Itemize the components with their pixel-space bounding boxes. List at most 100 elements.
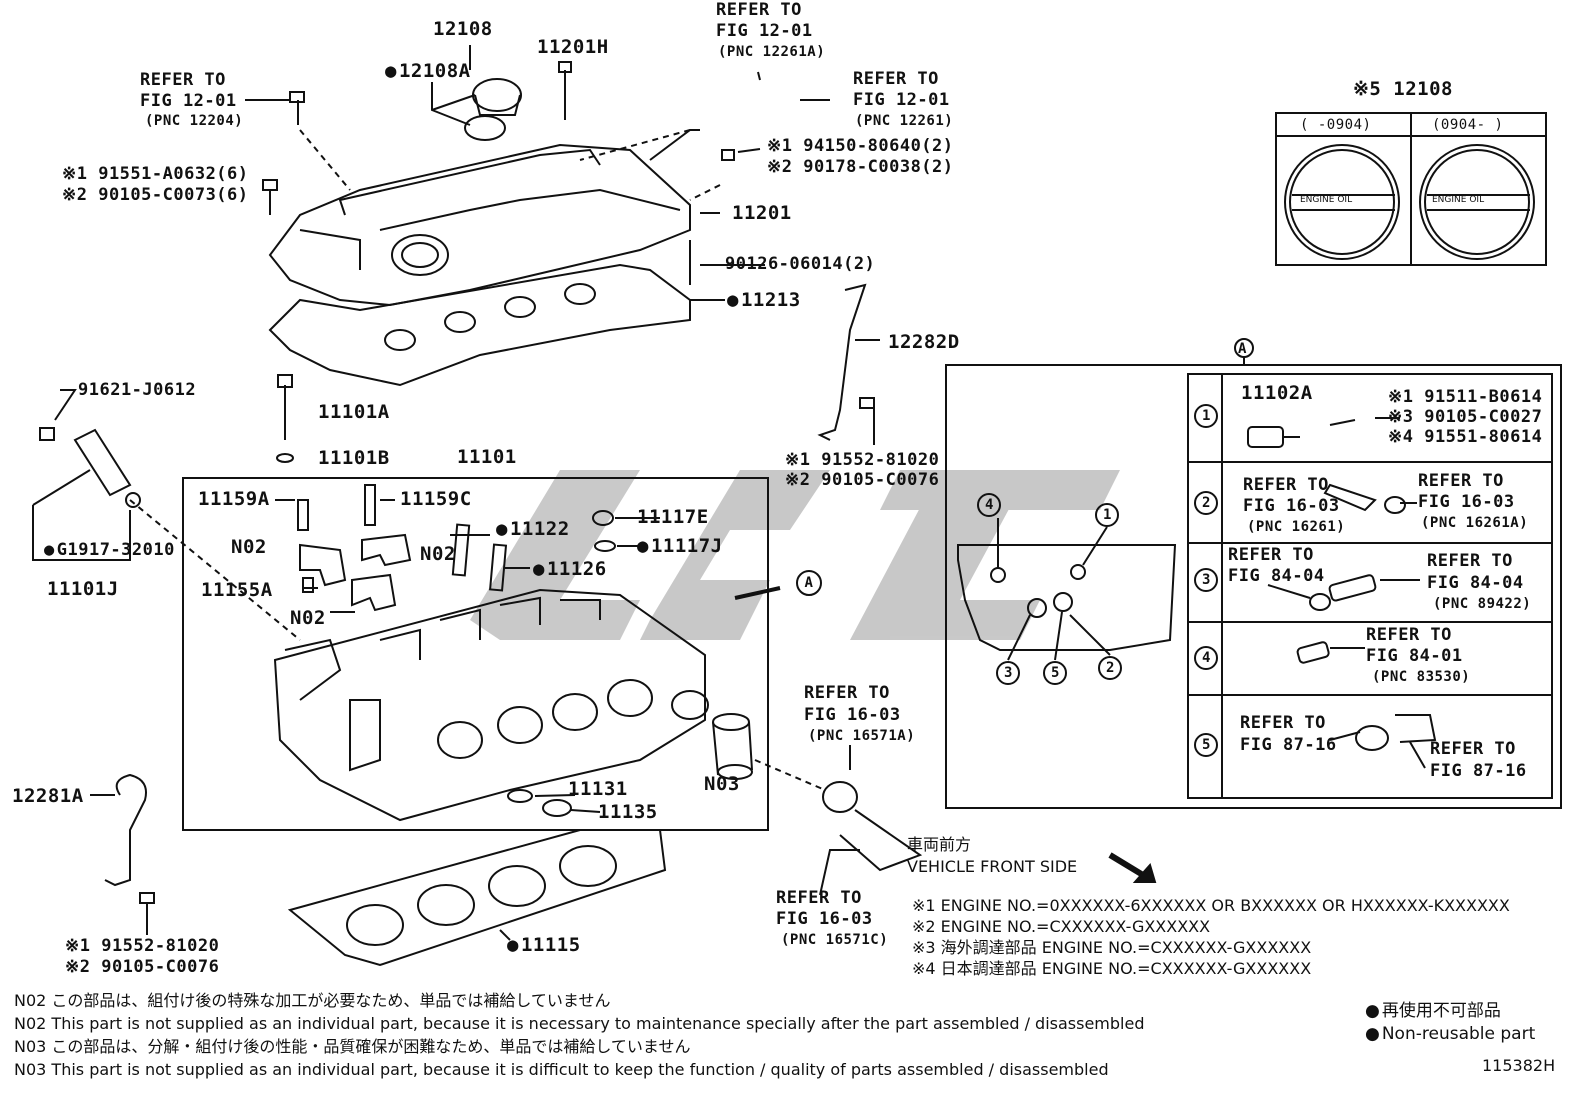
part-11213-label: 11213 (727, 291, 801, 310)
bracket-bolt-code-1: ※1 91552-81020 (65, 936, 220, 956)
part-11117E-label: 11117E (637, 506, 709, 528)
bolt-code-2: ※2 90105-C0073(6) (62, 185, 249, 205)
n02-label-2: N02 (420, 543, 456, 565)
bracket-12282D-drawing (817, 283, 867, 441)
part-11159C-label: 11159C (400, 488, 472, 510)
refer-hose-top-1: REFER TO (804, 683, 890, 703)
gasket-holes (384, 283, 596, 351)
bracket-bolt-code-2: ※2 90105-C0076 (65, 957, 220, 977)
drawing-number: 115382H (1482, 1056, 1556, 1075)
part-11122-label: 11122 (496, 520, 570, 539)
row3-right-1: REFER TO (1427, 551, 1513, 571)
refer-a-line1: REFER TO (140, 70, 226, 90)
refer-b-line1: REFER TO (716, 0, 802, 20)
marker-a-head: A (796, 570, 822, 596)
part-11126-label: 11126 (533, 560, 607, 579)
cover-gasket-drawing (268, 263, 691, 387)
refer-hose-bot-1: REFER TO (776, 888, 862, 908)
part-12281A-label: 12281A (12, 785, 84, 807)
oil-control-valve-drawing (39, 427, 141, 508)
footnote-n02-jp: N02 この部品は、組付け後の特殊な加工が必要なため、単品では補給していません (14, 991, 611, 1010)
row2-right-1: REFER TO (1418, 471, 1504, 491)
row2-right-3: (PNC 16261A) (1421, 515, 1529, 531)
part-11101-label: 11101 (457, 446, 517, 468)
row5-right-2: FIG 87-16 (1430, 761, 1527, 781)
row4-number: 4 (1202, 650, 1211, 666)
refer-hose-top-3: (PNC 16571A) (808, 728, 916, 744)
row2-right-2: FIG 16-03 (1418, 492, 1515, 512)
row4-right-2: FIG 84-01 (1366, 646, 1463, 666)
bracket-12281A-drawing (104, 773, 147, 887)
inset-callout-5: 5 (1051, 665, 1060, 681)
watermark-logo (470, 470, 1120, 640)
row1-code-2: ※3 90105-C0027 (1388, 407, 1543, 427)
part-11201-label: 11201 (732, 202, 792, 224)
row1-number: 1 (1202, 408, 1211, 424)
part-G1917-label: G1917-32010 (44, 542, 175, 559)
bracket-d-code-2: ※2 90105-C0076 (785, 470, 940, 490)
part-11101B-label: 11101B (318, 447, 390, 469)
part-11117J-label: 11117J (637, 537, 723, 556)
cap-text-2: ENGINE OIL (1432, 195, 1485, 205)
front-side-en: VEHICLE FRONT SIDE (907, 857, 1078, 876)
bracket-d-code-1: ※1 91552-81020 (785, 450, 940, 470)
refer-c-line3: (PNC 12261) (855, 113, 954, 129)
row4-right-3: (PNC 83530) (1372, 669, 1471, 685)
engine-note-4: ※4 日本調達部品 ENGINE NO.=CXXXXXX-GXXXXXX (912, 959, 1312, 978)
inset-a-marker: A (1238, 341, 1247, 357)
part-12108A-label: 12108A (385, 62, 471, 81)
cap-col2-label: (0904- ) (1432, 117, 1504, 133)
row2-left-2: FIG 16-03 (1243, 496, 1340, 516)
row3-left-1: REFER TO (1228, 545, 1314, 565)
footnote-n03-en: N03 This part is not supplied as an indi… (14, 1060, 1109, 1079)
part-11131-label: 11131 (568, 778, 628, 800)
footnote-n03-jp: N03 この部品は、分解・組付け後の性能・品質確保が困難なため、単品では補給して… (14, 1037, 691, 1056)
part-11159A-label: 11159A (198, 488, 270, 510)
row5-left-1: REFER TO (1240, 713, 1326, 733)
row3-left-2: FIG 84-04 (1228, 566, 1325, 586)
refer-hose-top-2: FIG 16-03 (804, 705, 901, 725)
row2-left-1: REFER TO (1243, 475, 1329, 495)
row5-left-2: FIG 87-16 (1240, 735, 1337, 755)
part-11101J-label: 11101J (47, 578, 119, 600)
refer-a-line3: (PNC 12204) (145, 113, 244, 129)
part-11201H-label: 11201H (537, 36, 609, 58)
row2-number: 2 (1202, 495, 1211, 511)
part-11135-label: 11135 (598, 801, 658, 823)
row3-number: 3 (1202, 572, 1211, 588)
part-12108-label: 12108 (433, 18, 493, 40)
part-12282D-label: 12282D (888, 331, 960, 353)
inset-callout-circles (977, 404, 1218, 757)
row4-right-1: REFER TO (1366, 625, 1452, 645)
engine-note-1: ※1 ENGINE NO.=0XXXXXX-6XXXXXX OR BXXXXXX… (912, 896, 1510, 915)
legend-jp: 再使用不可部品 (1365, 1003, 1501, 1020)
part-11115-label: 11115 (507, 936, 581, 955)
refer-hose-bot-3: (PNC 16571C) (781, 932, 889, 948)
refer-b-line3: (PNC 12261A) (718, 44, 826, 60)
bolt-drawings (262, 61, 735, 463)
head-gasket-drawing (287, 829, 667, 967)
cap-text-1: ENGINE OIL (1300, 195, 1353, 205)
inset-callout-1: 1 (1103, 507, 1112, 523)
row1-code-1: ※1 91511-B0614 (1388, 387, 1543, 407)
n02-label-3: N02 (290, 607, 326, 629)
row5-right-1: REFER TO (1430, 739, 1516, 759)
refer-a-line2: FIG 12-01 (140, 91, 237, 111)
n02-label-1: N02 (231, 536, 267, 558)
refer-c-line1: REFER TO (853, 69, 939, 89)
refer-c-line2: FIG 12-01 (853, 90, 950, 110)
engine-note-2: ※2 ENGINE NO.=CXXXXXX-GXXXXXX (912, 917, 1211, 936)
row1-code-3: ※4 91551-80614 (1388, 427, 1543, 447)
valve-cover-drawing (268, 143, 691, 307)
nut-code-1: ※1 94150-80640(2) (767, 136, 954, 156)
part-11155A-label: 11155A (201, 579, 273, 601)
inset-callout-4: 4 (985, 497, 994, 513)
stud-label: 90126-06014(2) (725, 254, 876, 274)
row3-right-2: FIG 84-04 (1427, 573, 1524, 593)
refer-b-line2: FIG 12-01 (716, 21, 813, 41)
cylinder-head-drawing (273, 588, 709, 822)
engine-note-3: ※3 海外調達部品 ENGINE NO.=CXXXXXX-GXXXXXX (912, 938, 1312, 957)
row3-right-3: (PNC 89422) (1433, 596, 1532, 612)
cap-col1-label: ( -0904) (1300, 117, 1372, 133)
